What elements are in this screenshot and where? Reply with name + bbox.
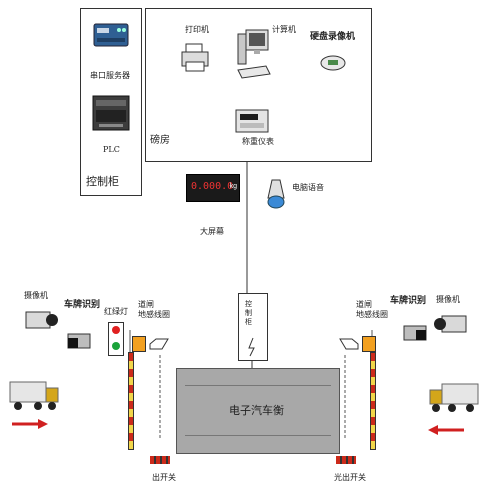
right-ground-switch-label: 光出开关	[334, 473, 366, 482]
right-plate-label: 车牌识别	[390, 295, 427, 305]
control-cabinet-title: 控制柜	[86, 175, 119, 188]
voice-label: 电脑语音	[292, 183, 324, 192]
left-barrier-pole	[128, 352, 134, 450]
serial-server-label: 串口服务器	[90, 71, 130, 80]
serial-server-icon	[91, 18, 131, 52]
left-barrier-label: 道闸 地感线圈	[138, 300, 170, 320]
big-display-label: 大屏幕	[200, 227, 224, 236]
left-truck-icon	[8, 378, 60, 414]
speaker-icon	[266, 178, 286, 210]
printer-icon	[180, 42, 210, 74]
right-ground-switch	[336, 456, 356, 464]
big-display-reading: 0.000.0	[191, 181, 234, 192]
left-plate-camera-icon	[66, 330, 96, 354]
right-barrier-pole	[370, 352, 376, 450]
weigh-room-title: 磅房	[150, 135, 170, 146]
left-ground-switch-label: 出开关	[152, 473, 176, 482]
right-barrier-label: 道闸 地感线圈	[356, 300, 388, 320]
dvr-icon	[318, 52, 348, 74]
right-barrier-box	[362, 336, 376, 352]
right-arrow-icon	[426, 424, 466, 436]
big-display-screen: 0.000.0 kg	[186, 174, 240, 202]
traffic-light-icon	[108, 322, 124, 356]
right-sensor-icon	[338, 338, 360, 350]
right-camera-label: 摄像机	[436, 295, 460, 304]
right-camera-icon	[434, 310, 468, 338]
computer-label: 计算机	[272, 25, 296, 34]
big-display-unit: kg	[229, 183, 237, 190]
indicator-label: 称重仪表	[242, 137, 274, 146]
left-barrier-box	[132, 336, 146, 352]
red-light	[112, 326, 120, 334]
scale-label: 电子汽车衡	[229, 404, 284, 417]
right-plate-camera-icon	[398, 322, 428, 346]
scale-stripe	[185, 435, 331, 436]
green-light	[112, 342, 120, 350]
left-plate-label: 车牌识别	[64, 299, 101, 309]
truck-scale: 电子汽车衡	[176, 368, 340, 454]
right-truck-icon	[428, 380, 480, 416]
cabinet-box-small: 控 制 柜	[238, 293, 268, 361]
scale-stripe	[185, 385, 331, 386]
cabinet-box-label: 控 制 柜	[245, 300, 252, 327]
left-sensor-icon	[148, 338, 170, 350]
computer-icon	[232, 26, 272, 84]
left-camera-label: 摄像机	[24, 291, 48, 300]
indicator-icon	[235, 108, 269, 134]
left-arrow-icon	[10, 418, 50, 430]
dvr-label: 硬盘录像机	[310, 31, 356, 41]
plc-label: PLC	[103, 145, 120, 154]
plc-icon	[91, 92, 131, 134]
left-camera-icon	[24, 306, 58, 334]
printer-label: 打印机	[185, 25, 209, 34]
traffic-light-label: 红绿灯	[104, 307, 128, 316]
left-ground-switch	[150, 456, 170, 464]
lightning-icon	[248, 337, 255, 357]
